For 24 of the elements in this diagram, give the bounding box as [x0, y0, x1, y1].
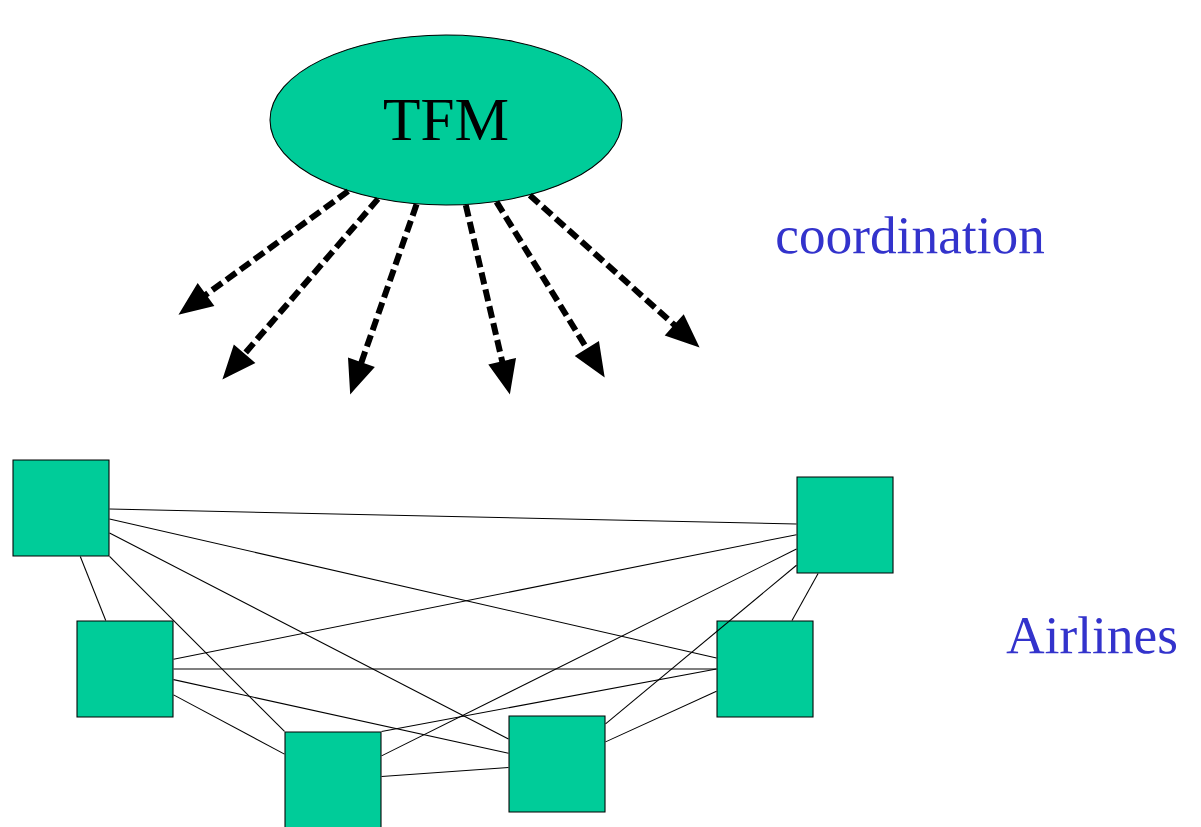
box-node: [508, 715, 606, 813]
ellipse-node: TFM: [269, 34, 623, 206]
connector-line: [173, 694, 285, 755]
connector-line: [381, 766, 509, 778]
side-label: coordination: [777, 216, 1044, 254]
connector-line: [791, 573, 819, 621]
connector-line: [109, 555, 286, 732]
connector-line: [173, 534, 797, 660]
box-node: [12, 459, 110, 557]
box-node: [716, 620, 814, 718]
box-node: [76, 620, 174, 718]
side-label: Airlines: [1006, 616, 1176, 654]
connector-line: [381, 668, 717, 732]
connector-line: [173, 668, 717, 670]
connector-line: [109, 508, 797, 525]
connector-line: [173, 679, 509, 754]
connector-line: [109, 532, 509, 740]
box-node: [284, 731, 382, 827]
box-node: [796, 476, 894, 574]
connector-line: [605, 564, 797, 725]
connector-line: [79, 556, 107, 621]
connector-line: [109, 518, 717, 659]
connector-line: [381, 548, 797, 757]
connector-line: [605, 690, 717, 743]
